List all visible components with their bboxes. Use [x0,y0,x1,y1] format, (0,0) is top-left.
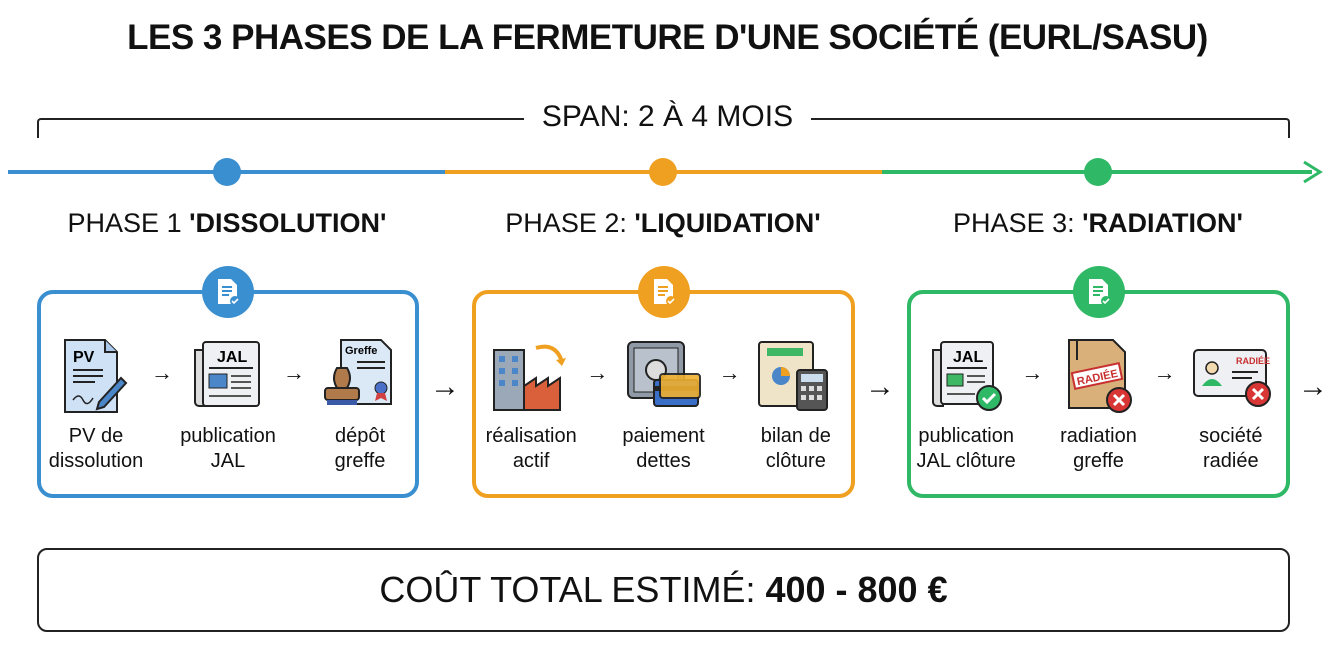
pv-document-pen-icon: PV [64,339,128,413]
label-line: PV de [68,425,124,447]
label-line: réalisation [485,425,577,447]
svg-text:Greffe: Greffe [345,345,377,357]
id-card-radiee-icon: RADIÉE [1192,349,1271,407]
label-line: greffe [334,450,386,472]
label-line: publication [180,425,276,447]
svg-text:RADIÉE: RADIÉE [1236,356,1270,366]
step-paiement-dettes: paiement dettes [608,336,718,474]
phase-name: 'DISSOLUTION' [189,208,387,238]
arrow-right-icon: → [283,360,305,385]
phase-name: 'LIQUIDATION' [634,208,821,238]
document-check-icon [202,266,254,318]
timeline-dot-1 [213,158,241,186]
safe-cards-icon [627,341,702,407]
label-line: dissolution [48,450,144,472]
timeline-dot-3 [1084,158,1112,186]
phase-prefix: PHASE 1 [67,208,190,238]
step-realisation-actif: réalisation actif [476,336,586,474]
step-depot-greffe: Greffe dépôt greffe [305,336,415,474]
label-line: société [1199,425,1263,447]
phase-2-box: réalisation actif → paiement dettes → bila… [472,266,855,498]
label-line: dépôt [334,425,386,447]
svg-text:PV: PV [73,349,95,366]
arrow-right-icon: → [151,360,173,385]
label-line: radiée [1203,450,1259,472]
folder-radiee-icon: RADIÉE [1068,339,1133,413]
label-line: JAL [210,450,246,472]
phase-name: 'RADIATION' [1082,208,1243,238]
label-line: bilan de [760,425,831,447]
step-label: société radiée [1199,424,1262,474]
arrow-right-icon: → [1298,370,1328,403]
document-check-icon [1072,266,1125,318]
arrow-right-icon: → [430,370,460,403]
phase-2-label: PHASE 2: 'LIQUIDATION' [453,208,873,239]
phase-prefix: PHASE 2: [505,208,635,238]
timeline-arrowhead-icon [1303,160,1323,184]
span-label: SPAN: 2 À 4 MOIS [0,100,1335,134]
arrow-right-icon: → [1021,360,1044,385]
buildings-factory-icon [493,344,567,411]
step-label: dépôt greffe [335,424,386,474]
document-check-icon [637,266,690,318]
step-radiation-greffe: RADIÉE radiation greffe [1043,336,1153,474]
step-label: paiement dettes [622,424,704,474]
phase-1-label: PHASE 1 'DISSOLUTION' [17,208,437,239]
newspaper-icon: JAL [194,341,260,407]
label-line: clôture [765,450,826,472]
span-text: SPAN: 2 À 4 MOIS [523,100,812,133]
newspaper-check-icon: JAL [932,341,1003,411]
step-label: réalisation actif [486,424,577,474]
svg-text:JAL: JAL [217,349,247,366]
label-line: dettes [636,450,691,472]
cost-value: 400 - 800 € [765,569,948,610]
stamp-certificate-icon: Greffe [324,339,392,405]
label-line: actif [512,450,550,472]
ledger-calculator-icon [757,341,828,411]
step-pv-dissolution: PV PV de dissolution [41,336,151,474]
step-societe-radiee: RADIÉE société radiée [1176,336,1286,474]
arrow-right-icon: → [586,360,609,385]
step-label: radiation greffe [1060,424,1137,474]
label-line: radiation [1060,425,1137,447]
svg-text:JAL: JAL [953,349,983,366]
step-label: PV de dissolution [49,424,144,474]
arrow-right-icon: → [865,370,895,403]
step-bilan-cloture: bilan de clôture [741,336,851,474]
timeline-dot-2 [649,158,677,186]
label-line: greffe [1073,450,1124,472]
page-title: LES 3 PHASES DE LA FERMETURE D'UNE SOCIÉ… [127,18,1208,57]
cost-label: COÛT TOTAL ESTIMÉ: [379,569,756,610]
step-label: bilan de clôture [761,424,831,474]
label-line: JAL clôture [916,450,1016,472]
phase-3-label: PHASE 3: 'RADIATION' [888,208,1308,239]
label-line: publication [918,425,1014,447]
arrow-right-icon: → [1153,360,1176,385]
label-line: paiement [622,425,705,447]
total-cost-box: COÛT TOTAL ESTIMÉ:400 - 800 € [37,548,1290,632]
phase-prefix: PHASE 3: [953,208,1083,238]
arrow-right-icon: → [718,360,741,385]
